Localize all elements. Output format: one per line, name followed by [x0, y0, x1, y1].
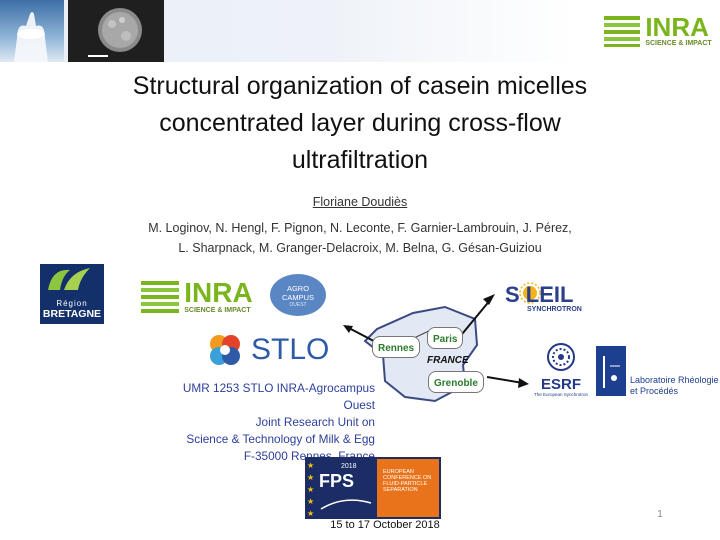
milk-photo	[0, 0, 64, 62]
inra-top-name: INRA	[645, 11, 709, 42]
region-line-2: BRETAGNE	[42, 308, 102, 320]
city-grenoble: Grenoble	[428, 371, 484, 393]
inra-top-tagline: SCIENCE & IMPACT	[645, 39, 712, 47]
title-line-2: concentrated layer during cross-flow	[159, 109, 561, 137]
fps-line-1: EUROPEAN	[383, 469, 414, 475]
fps-year: 2018	[341, 463, 357, 470]
fps-line-2: CONFERENCE ON	[383, 475, 432, 481]
unit-line-1: UMR 1253 STLO INRA-Agrocampus Ouest	[182, 381, 375, 412]
esrf-ring-icon	[547, 343, 575, 371]
svg-text:★: ★	[307, 509, 314, 517]
agro-line-3: OUEST	[289, 302, 307, 308]
inra-name: INRA	[184, 276, 253, 308]
city-paris: Paris	[427, 327, 464, 349]
region-line-1: Région	[56, 299, 88, 308]
coauthors-line-1: M. Loginov, N. Hengl, F. Pignon, N. Leco…	[148, 221, 572, 235]
inra-stripes-icon	[604, 16, 641, 47]
arrow-to-esrf	[486, 376, 524, 384]
soleil-logo: S LEIL SYNCHROTRON	[505, 280, 595, 320]
city-rennes-label: Rennes	[378, 343, 415, 354]
svg-text:★: ★	[307, 461, 314, 470]
slide-title: Structural organization of casein micell…	[60, 68, 660, 179]
arrowhead-soleil	[483, 294, 495, 305]
coauthors: M. Loginov, N. Hengl, F. Pignon, N. Leco…	[40, 218, 680, 258]
fps-line-4: SEPARATION	[383, 487, 418, 493]
svg-text:★: ★	[307, 473, 314, 482]
micelle-icon	[88, 8, 142, 57]
inra-stripes-icon	[141, 281, 180, 313]
esrf-name: ESRF	[540, 376, 581, 393]
bretagne-leaf-icon	[48, 268, 90, 290]
soleil-name: S LEIL	[505, 282, 574, 307]
arrowhead-stlo	[343, 325, 353, 333]
stlo-logo: STLO	[205, 330, 335, 370]
fps-swoosh-icon	[320, 499, 372, 510]
esrf-tagline: The European Synchrotron	[533, 392, 589, 397]
region-bretagne-logo: Région BRETAGNE	[40, 264, 104, 324]
sun-icon	[519, 282, 541, 304]
inra-logo: INRA SCIENCE & IMPACT	[136, 272, 256, 320]
inra-tagline: SCIENCE & IMPACT	[184, 306, 251, 314]
eu-stars-icon: ★ ★ ★ ★ ★	[307, 461, 314, 517]
stlo-flower-icon	[210, 335, 240, 365]
fps-orange-panel: EUROPEAN CONFERENCE ON FLUID-PARTICLE SE…	[377, 459, 439, 517]
lrp-logo-mark	[596, 346, 626, 396]
city-rennes: Rennes	[372, 336, 421, 358]
unit-line-2: Joint Research Unit on	[255, 415, 375, 429]
fps-logo: ★ ★ ★ ★ ★ 2018 FPS EUROPEAN CONFERENCE O…	[305, 457, 441, 519]
city-grenoble-label: Grenoble	[434, 378, 478, 389]
micelle-micrograph	[68, 0, 164, 62]
soleil-tagline: SYNCHROTRON	[527, 306, 582, 313]
coauthors-line-2: L. Sharpnack, M. Granger-Delacroix, M. B…	[178, 241, 542, 255]
svg-text:★: ★	[307, 485, 314, 494]
milk-splash-icon	[14, 12, 48, 62]
unit-line-3: Science & Technology of Milk & Egg	[186, 432, 375, 446]
agro-line-1: AGRO	[286, 284, 310, 293]
stlo-name: STLO	[251, 333, 330, 366]
esrf-logo: ESRF The European Synchrotron	[530, 342, 592, 398]
inra-logo-top: INRA SCIENCE & IMPACT	[598, 6, 716, 54]
fps-line-3: FLUID-PARTICLE	[383, 481, 428, 487]
agrocampus-logo: AGRO CAMPUS OUEST	[270, 274, 326, 316]
svg-text:★: ★	[307, 497, 314, 506]
lrp-icon	[603, 356, 620, 388]
presenter-name: Floriane Doudiès	[312, 195, 408, 209]
fps-name: FPS	[319, 471, 355, 491]
map-country-label: FRANCE	[427, 355, 469, 366]
arrowhead-esrf	[518, 378, 529, 388]
lrp-line-1: Laboratoire Rhéologie	[630, 375, 719, 385]
conference-dates: 15 to 17 October 2018	[330, 519, 440, 531]
lrp-text: Laboratoire Rhéologie et Procédés	[630, 375, 720, 397]
agro-line-2: CAMPUS	[281, 293, 315, 302]
title-line-1: Structural organization of casein micell…	[132, 72, 588, 100]
page-number: 1	[657, 509, 663, 520]
title-line-3: ultrafiltration	[291, 146, 429, 174]
unit-address: UMR 1253 STLO INRA-Agrocampus Ouest Join…	[150, 380, 375, 465]
lrp-line-2: et Procédés	[630, 386, 679, 396]
city-paris-label: Paris	[433, 334, 458, 345]
